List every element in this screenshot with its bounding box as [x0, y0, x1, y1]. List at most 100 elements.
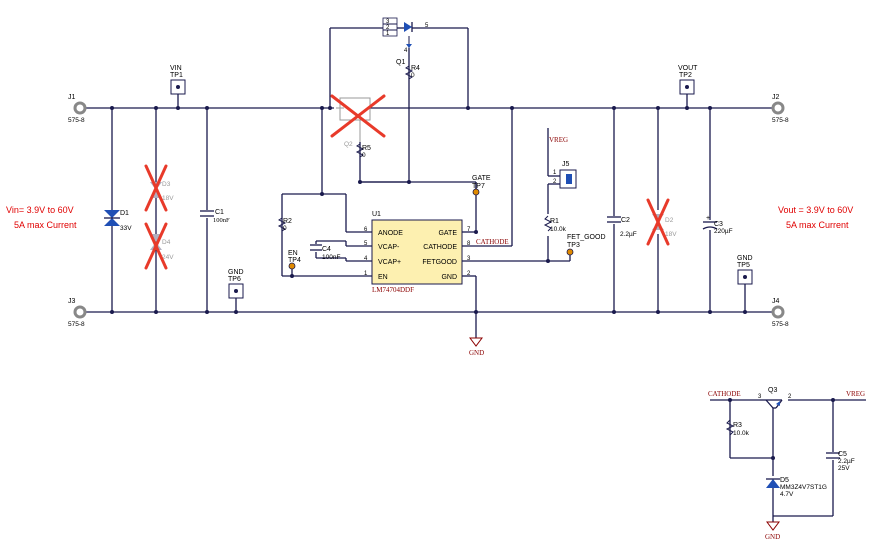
- q1-pin-4: 4: [404, 48, 408, 54]
- testpoint-tp7: GATE TP7: [472, 175, 491, 196]
- vout-current-text: 5A max Current: [786, 220, 849, 230]
- tp6-ref: TP6: [228, 276, 241, 283]
- j5-ref: J5: [562, 161, 570, 168]
- net-label-cathode-sub: CATHODE: [708, 390, 741, 398]
- u1-pin-en: EN: [378, 274, 388, 281]
- r5-value: 0: [362, 152, 366, 159]
- u1-pinnum-3: 3: [467, 256, 471, 262]
- tp7-name: GATE: [472, 175, 491, 182]
- gnd-symbol-main: GND: [469, 337, 484, 357]
- j2-part: 575-8: [772, 117, 789, 124]
- u1-pinnum-4: 4: [364, 256, 368, 262]
- q1-pin-3: 3: [386, 19, 390, 25]
- j1-part: 575-8: [68, 117, 85, 124]
- tp6-name: GND: [228, 269, 244, 276]
- q3-ref: Q3: [768, 387, 777, 394]
- j1-ref: J1: [68, 94, 76, 101]
- u1-pinnum-8: 8: [467, 241, 471, 247]
- capacitor-c3: + C3 220µF: [702, 215, 733, 235]
- resistor-r5: R5 0: [355, 143, 371, 159]
- q1-pin-5: 5: [425, 23, 429, 29]
- ic-u1: U1 LM74704DDF ANODE VCAP- VCAP+ EN 6 5 4…: [364, 211, 471, 294]
- u1-part: LM74704DDF: [372, 286, 414, 294]
- d2-ref: D2: [665, 217, 674, 224]
- vout-spec-text: Vout = 3.9V to 60V: [778, 205, 853, 215]
- u1-pin-fetgood: FETGOOD: [422, 259, 457, 266]
- d1-value: 33V: [120, 225, 132, 232]
- tp1-ref: TP1: [170, 72, 183, 79]
- q3-pin-3: 3: [758, 394, 762, 400]
- connector-j3: J3 575-8: [68, 298, 87, 328]
- tp3-name: FET_GOOD: [567, 234, 606, 241]
- diode-d4: D4 24V: [144, 222, 174, 270]
- tp4-name: EN: [288, 250, 298, 257]
- tp7-ref: TP7: [472, 183, 485, 190]
- d5-value: 4.7V: [780, 491, 794, 498]
- capacitor-c5: C5 2.2µF 25V: [825, 451, 855, 472]
- tp5-name: GND: [737, 255, 753, 262]
- c1-ref: C1: [215, 209, 224, 216]
- d3-value: 18V: [162, 195, 174, 202]
- capacitor-c4: C4 100nF: [310, 244, 340, 261]
- net-label-vreg-top: VREG: [549, 136, 568, 144]
- tp5-ref: TP5: [737, 262, 750, 269]
- diode-d3: D3 18V: [144, 164, 174, 212]
- net-label-vreg-sub: VREG: [846, 390, 865, 398]
- r5-ref: R5: [362, 145, 371, 152]
- j4-ref: J4: [772, 298, 780, 305]
- u1-pinnum-2: 2: [467, 271, 471, 277]
- junctions: [110, 106, 835, 460]
- diode-d1: D1 33V: [104, 210, 132, 232]
- mosfet-q2: Q2: [330, 94, 386, 148]
- u1-pinnum-1: 1: [364, 271, 368, 277]
- diode-d2: D2 18V: [646, 198, 677, 246]
- r2-ref: R2: [283, 218, 292, 225]
- c3-plus: +: [706, 215, 710, 222]
- j4-part: 575-8: [772, 321, 789, 328]
- d3-ref: D3: [162, 181, 171, 188]
- c5-ref: C5: [838, 451, 847, 458]
- connector-j1: J1 575-8: [68, 94, 87, 124]
- tp2-name: VOUT: [678, 65, 698, 72]
- net-label-cathode: CATHODE: [476, 238, 509, 246]
- u1-pin-anode: ANODE: [378, 230, 403, 237]
- resistor-r3: R3 10.0k: [725, 419, 750, 437]
- resistor-r1: R1 10.0k: [543, 215, 567, 233]
- vin-current-text: 5A max Current: [14, 220, 77, 230]
- d2-value: 18V: [665, 231, 677, 238]
- c4-ref: C4: [322, 246, 331, 253]
- c2-ref: C2: [621, 217, 630, 224]
- c3-ref: C3: [714, 221, 723, 228]
- testpoint-tp5: GND TP5: [737, 255, 753, 285]
- q3-pin-2: 2: [788, 394, 792, 400]
- tp3-ref: TP3: [567, 242, 580, 249]
- u1-ref: U1: [372, 211, 381, 218]
- connector-j2: J2 575-8: [771, 94, 789, 124]
- j2-ref: J2: [772, 94, 780, 101]
- c5-rating: 25V: [838, 465, 850, 472]
- d1-ref: D1: [120, 210, 129, 217]
- r2-value: 0: [283, 225, 287, 232]
- r4-value: 0: [411, 72, 415, 79]
- r1-value: 10.0k: [550, 226, 567, 233]
- r1-ref: R1: [550, 218, 559, 225]
- resistor-r2: R2 0: [277, 217, 292, 232]
- u1-pin-vcap-minus: VCAP-: [378, 244, 400, 251]
- gnd-label-sub: GND: [765, 533, 780, 541]
- u1-pinnum-7: 7: [467, 227, 471, 233]
- d5-part: MM3Z4V7ST1G: [780, 484, 827, 491]
- u1-pinnum-6: 6: [364, 227, 368, 233]
- c3-value: 220µF: [714, 228, 733, 235]
- j3-ref: J3: [68, 298, 76, 305]
- d4-ref: D4: [162, 239, 171, 246]
- testpoint-tp6: GND TP6: [228, 269, 244, 299]
- testpoint-tp3: FET_GOOD TP3: [566, 234, 606, 256]
- capacitor-c2: C2 2.2µF: [606, 216, 637, 238]
- tp2-ref: TP2: [679, 72, 692, 79]
- tp1-name: VIN: [170, 65, 182, 72]
- gnd-symbol-sub: GND: [765, 516, 780, 541]
- j5-pin-2: 2: [553, 179, 557, 185]
- c2-value: 2.2µF: [620, 231, 637, 238]
- c5-value: 2.2µF: [838, 458, 855, 465]
